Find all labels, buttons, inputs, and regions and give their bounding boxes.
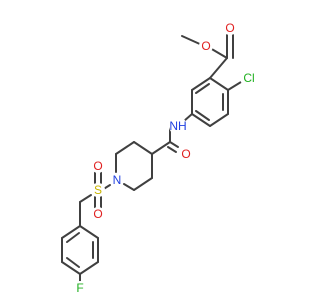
bond — [209, 47, 228, 59]
bond — [79, 261, 99, 275]
bond — [61, 225, 81, 239]
bond — [209, 113, 229, 127]
atom-chlorine: Cl — [240, 69, 258, 87]
bond — [66, 232, 80, 243]
atom-label: O — [225, 21, 234, 35]
atom-sulfur: S — [91, 183, 105, 197]
bond — [151, 141, 171, 155]
atom-label: NH — [169, 119, 186, 133]
bond — [181, 35, 203, 46]
molecule-structure: O O Cl NH O N S O O F — [61, 21, 258, 295]
atom-amide-oxygen: O — [179, 147, 193, 161]
atom-sulfonyl-oxygen-top: O — [91, 159, 105, 173]
atom-label: N — [113, 173, 122, 187]
atom-label: S — [94, 183, 102, 197]
atom-label: O — [201, 39, 210, 53]
bond — [195, 110, 210, 121]
bond — [191, 77, 211, 91]
atom-amide-nitrogen: NH — [169, 117, 187, 135]
bond — [227, 81, 242, 91]
bond — [167, 146, 177, 153]
bond — [169, 141, 179, 148]
bond — [61, 261, 81, 275]
bond — [183, 113, 193, 122]
bond — [133, 177, 153, 191]
bond — [209, 77, 229, 91]
bond — [191, 113, 211, 127]
bond — [115, 141, 135, 155]
atom-carbonyl-oxygen: O — [223, 21, 237, 35]
bond — [133, 141, 153, 155]
bond — [209, 57, 228, 79]
atom-label: O — [93, 159, 102, 173]
bond — [79, 225, 99, 239]
bond — [123, 183, 135, 191]
atom-label: Cl — [243, 71, 254, 85]
atom-label: O — [181, 147, 190, 161]
atom-ether-oxygen: O — [199, 39, 213, 53]
bond — [195, 83, 210, 94]
atom-sulfonyl-oxygen-bottom: O — [91, 207, 105, 221]
bond — [66, 257, 80, 268]
atom-label: O — [93, 207, 102, 221]
atom-fluorine: F — [73, 281, 87, 295]
atom-label: F — [76, 281, 83, 295]
bond — [79, 194, 92, 203]
atom-piperidine-nitrogen: N — [110, 173, 124, 187]
